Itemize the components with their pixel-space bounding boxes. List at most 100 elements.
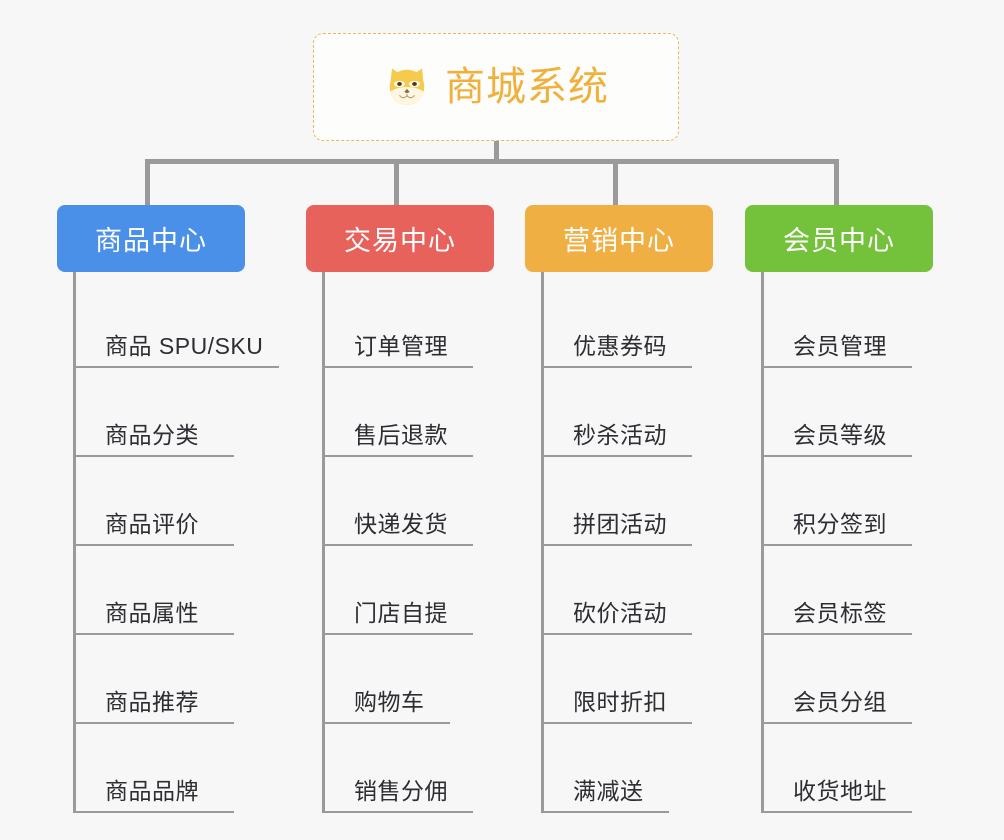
leaf-item-label: 售后退款 [354,422,448,448]
connector-stem [494,141,499,163]
leaf-item[interactable]: 销售分佣 [306,733,494,822]
leaf-item-underline [74,455,234,457]
connector-drop-2 [394,159,399,206]
leaf-item-label: 销售分佣 [354,778,448,804]
leaf-item-label: 积分签到 [793,511,887,537]
category-column: 营销中心优惠券码秒杀活动拼团活动砍价活动限时折扣满减送 [525,205,713,822]
leaf-item-underline [323,544,473,546]
leaf-item-underline [762,366,912,368]
leaf-item-label: 购物车 [354,689,425,715]
category-box[interactable]: 商品中心 [57,205,245,272]
leaf-item-underline [74,633,234,635]
category-label: 商品中心 [95,226,207,256]
category-label: 营销中心 [563,226,675,256]
leaf-item-label: 会员等级 [793,422,887,448]
category-spine-line [541,272,544,813]
leaf-item[interactable]: 会员等级 [745,377,933,466]
leaf-item-underline [542,633,692,635]
leaf-item-label: 商品评价 [105,511,199,537]
leaf-item-label: 会员标签 [793,600,887,626]
leaf-item-underline [74,811,234,813]
leaf-item-underline [542,722,692,724]
leaf-item-underline [542,366,692,368]
connector-drop-3 [613,159,618,206]
leaf-item-underline [542,455,692,457]
leaf-list: 订单管理售后退款快递发货门店自提购物车销售分佣 [306,272,494,822]
leaf-list: 会员管理会员等级积分签到会员标签会员分组收货地址 [745,272,933,822]
leaf-item-label: 快递发货 [354,511,448,537]
leaf-item[interactable]: 商品分类 [57,377,245,466]
leaf-item-underline [74,722,234,724]
leaf-item-label: 限时折扣 [573,689,667,715]
leaf-item-label: 收货地址 [793,778,887,804]
leaf-item[interactable]: 优惠券码 [525,288,713,377]
leaf-item[interactable]: 商品评价 [57,466,245,555]
leaf-item[interactable]: 门店自提 [306,555,494,644]
category-column: 会员中心会员管理会员等级积分签到会员标签会员分组收货地址 [745,205,933,822]
leaf-item[interactable]: 限时折扣 [525,644,713,733]
root-title: 商城系统 [445,65,609,109]
category-box[interactable]: 交易中心 [306,205,494,272]
leaf-item-label: 秒杀活动 [573,422,667,448]
category-column: 交易中心订单管理售后退款快递发货门店自提购物车销售分佣 [306,205,494,822]
leaf-item[interactable]: 商品推荐 [57,644,245,733]
category-label: 会员中心 [783,226,895,256]
leaf-item-label: 会员分组 [793,689,887,715]
leaf-item-label: 商品品牌 [105,778,199,804]
category-box[interactable]: 会员中心 [745,205,933,272]
leaf-item[interactable]: 收货地址 [745,733,933,822]
category-label: 交易中心 [344,226,456,256]
leaf-item[interactable]: 砍价活动 [525,555,713,644]
leaf-item-underline [323,811,473,813]
category-column: 商品中心商品 SPU/SKU 商品分类商品评价商品属性商品推荐商品品牌 [57,205,279,822]
category-spine-line [73,272,76,813]
connector-drop-4 [834,159,839,206]
leaf-item-underline [74,366,279,368]
root-node[interactable]: 商城系统 [313,33,679,141]
connector-drop-1 [145,159,150,206]
leaf-item-underline [762,722,912,724]
leaf-item[interactable]: 商品属性 [57,555,245,644]
leaf-item-label: 门店自提 [354,600,448,626]
leaf-item[interactable]: 快递发货 [306,466,494,555]
leaf-item-label: 商品推荐 [105,689,199,715]
leaf-item-label: 商品分类 [105,422,199,448]
leaf-item-underline [762,811,912,813]
leaf-item[interactable]: 商品 SPU/SKU [57,288,279,377]
leaf-item-underline [762,633,912,635]
category-box[interactable]: 营销中心 [525,205,713,272]
leaf-list: 商品 SPU/SKU 商品分类商品评价商品属性商品推荐商品品牌 [57,272,279,822]
shiba-dog-face-icon [389,68,425,105]
leaf-item[interactable]: 秒杀活动 [525,377,713,466]
leaf-item-underline [323,366,473,368]
leaf-item[interactable]: 积分签到 [745,466,933,555]
leaf-item-underline [762,544,912,546]
leaf-item-label: 砍价活动 [573,600,667,626]
leaf-item[interactable]: 会员管理 [745,288,933,377]
leaf-item[interactable]: 会员标签 [745,555,933,644]
leaf-item-label: 拼团活动 [573,511,667,537]
category-spine-line [322,272,325,813]
category-spine-line [761,272,764,813]
leaf-item-label: 会员管理 [793,333,887,359]
leaf-item-underline [323,633,473,635]
leaf-item-underline [542,811,669,813]
leaf-item[interactable]: 商品品牌 [57,733,245,822]
leaf-item-label: 订单管理 [354,333,448,359]
leaf-item-label: 优惠券码 [573,333,667,359]
leaf-item[interactable]: 拼团活动 [525,466,713,555]
connector-horizontal-bar [145,159,839,164]
leaf-item[interactable]: 购物车 [306,644,494,733]
leaf-item-label: 满减送 [573,778,644,804]
leaf-list: 优惠券码秒杀活动拼团活动砍价活动限时折扣满减送 [525,272,713,822]
leaf-item-underline [762,455,912,457]
leaf-item-underline [74,544,234,546]
leaf-item-underline [323,722,450,724]
leaf-item[interactable]: 售后退款 [306,377,494,466]
leaf-item[interactable]: 会员分组 [745,644,933,733]
leaf-item[interactable]: 订单管理 [306,288,494,377]
leaf-item[interactable]: 满减送 [525,733,713,822]
leaf-item-underline [542,544,692,546]
leaf-item-label: 商品属性 [105,600,199,626]
